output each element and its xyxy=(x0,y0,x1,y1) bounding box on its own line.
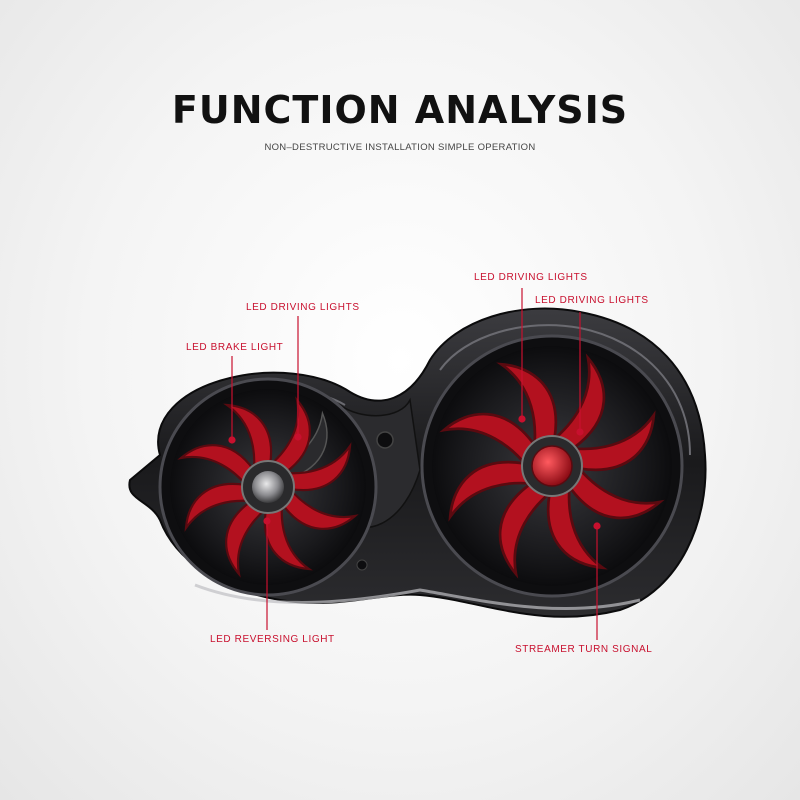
page-title: FUNCTION ANALYSIS xyxy=(171,88,629,132)
label-right-driving-lights-1: LED DRIVING LIGHTS xyxy=(474,272,588,283)
label-left-brake-light: LED BRAKE LIGHT xyxy=(186,342,284,353)
label-left-driving-lights: LED DRIVING LIGHTS xyxy=(246,302,360,313)
callout-lines xyxy=(228,288,601,640)
label-right-driving-lights-2: LED DRIVING LIGHTS xyxy=(535,295,649,306)
label-streamer-turn-signal: STREAMER TURN SIGNAL xyxy=(515,644,653,655)
page-subtitle: NON–DESTRUCTIVE INSTALLATION SIMPLE OPER… xyxy=(264,142,536,153)
right-lens xyxy=(420,334,684,598)
label-left-reversing-light: LED REVERSING LIGHT xyxy=(210,634,335,645)
left-lens xyxy=(158,377,378,597)
